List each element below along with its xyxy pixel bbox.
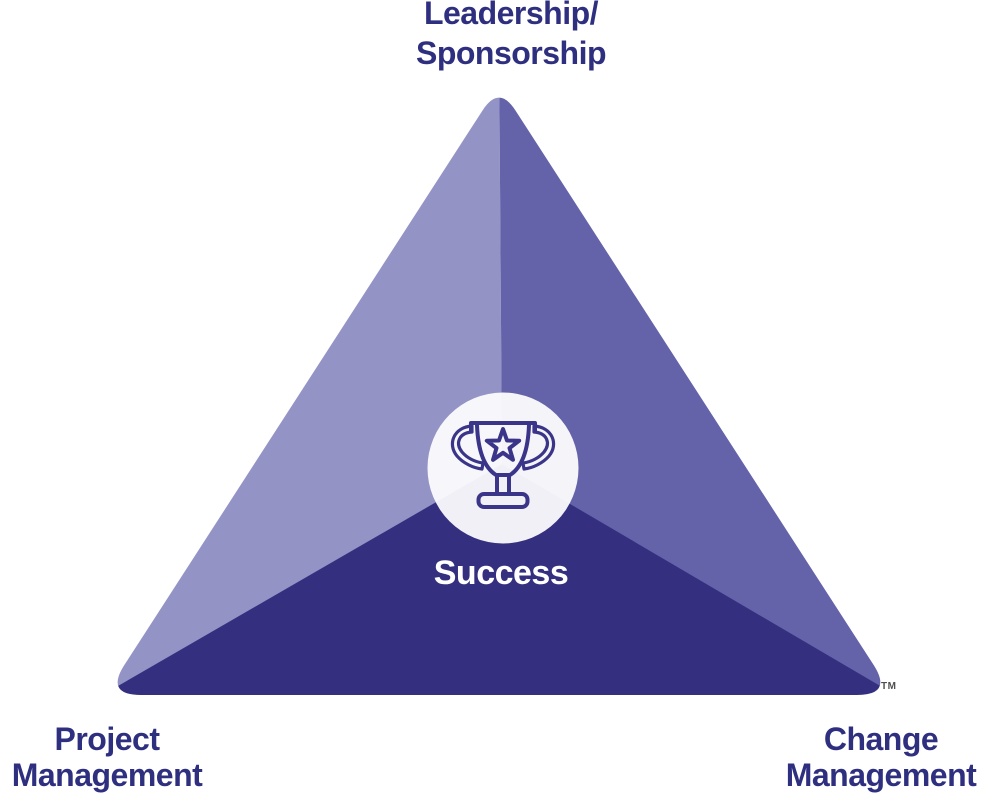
change-management-label-line1: Change [823, 721, 939, 757]
project-management-label-line2: Management [11, 757, 203, 793]
project-management-label-line1: Project [54, 721, 160, 757]
trophy-with-star-icon [450, 421, 556, 509]
change-management-label-line2: Management [785, 757, 977, 793]
trophy-left-handle [450, 424, 485, 471]
success-label: Success [433, 554, 569, 592]
success-badge-circle [427, 392, 579, 544]
project-management-label: Project Management [12, 721, 203, 793]
trademark-symbol: TM [881, 681, 897, 692]
trophy-right-handle [521, 424, 556, 471]
leadership-sponsorship-label-line1: Leadership/ [423, 0, 599, 31]
leadership-sponsorship-label-line2: Sponsorship [415, 35, 607, 71]
trophy-stem [495, 474, 511, 496]
star-icon [484, 427, 522, 462]
change-management-label: Change Management [786, 721, 977, 793]
trophy-cup [475, 423, 531, 477]
leadership-sponsorship-label: Leadership/ Sponsorship [415, 0, 607, 73]
trophy-base [476, 492, 530, 509]
